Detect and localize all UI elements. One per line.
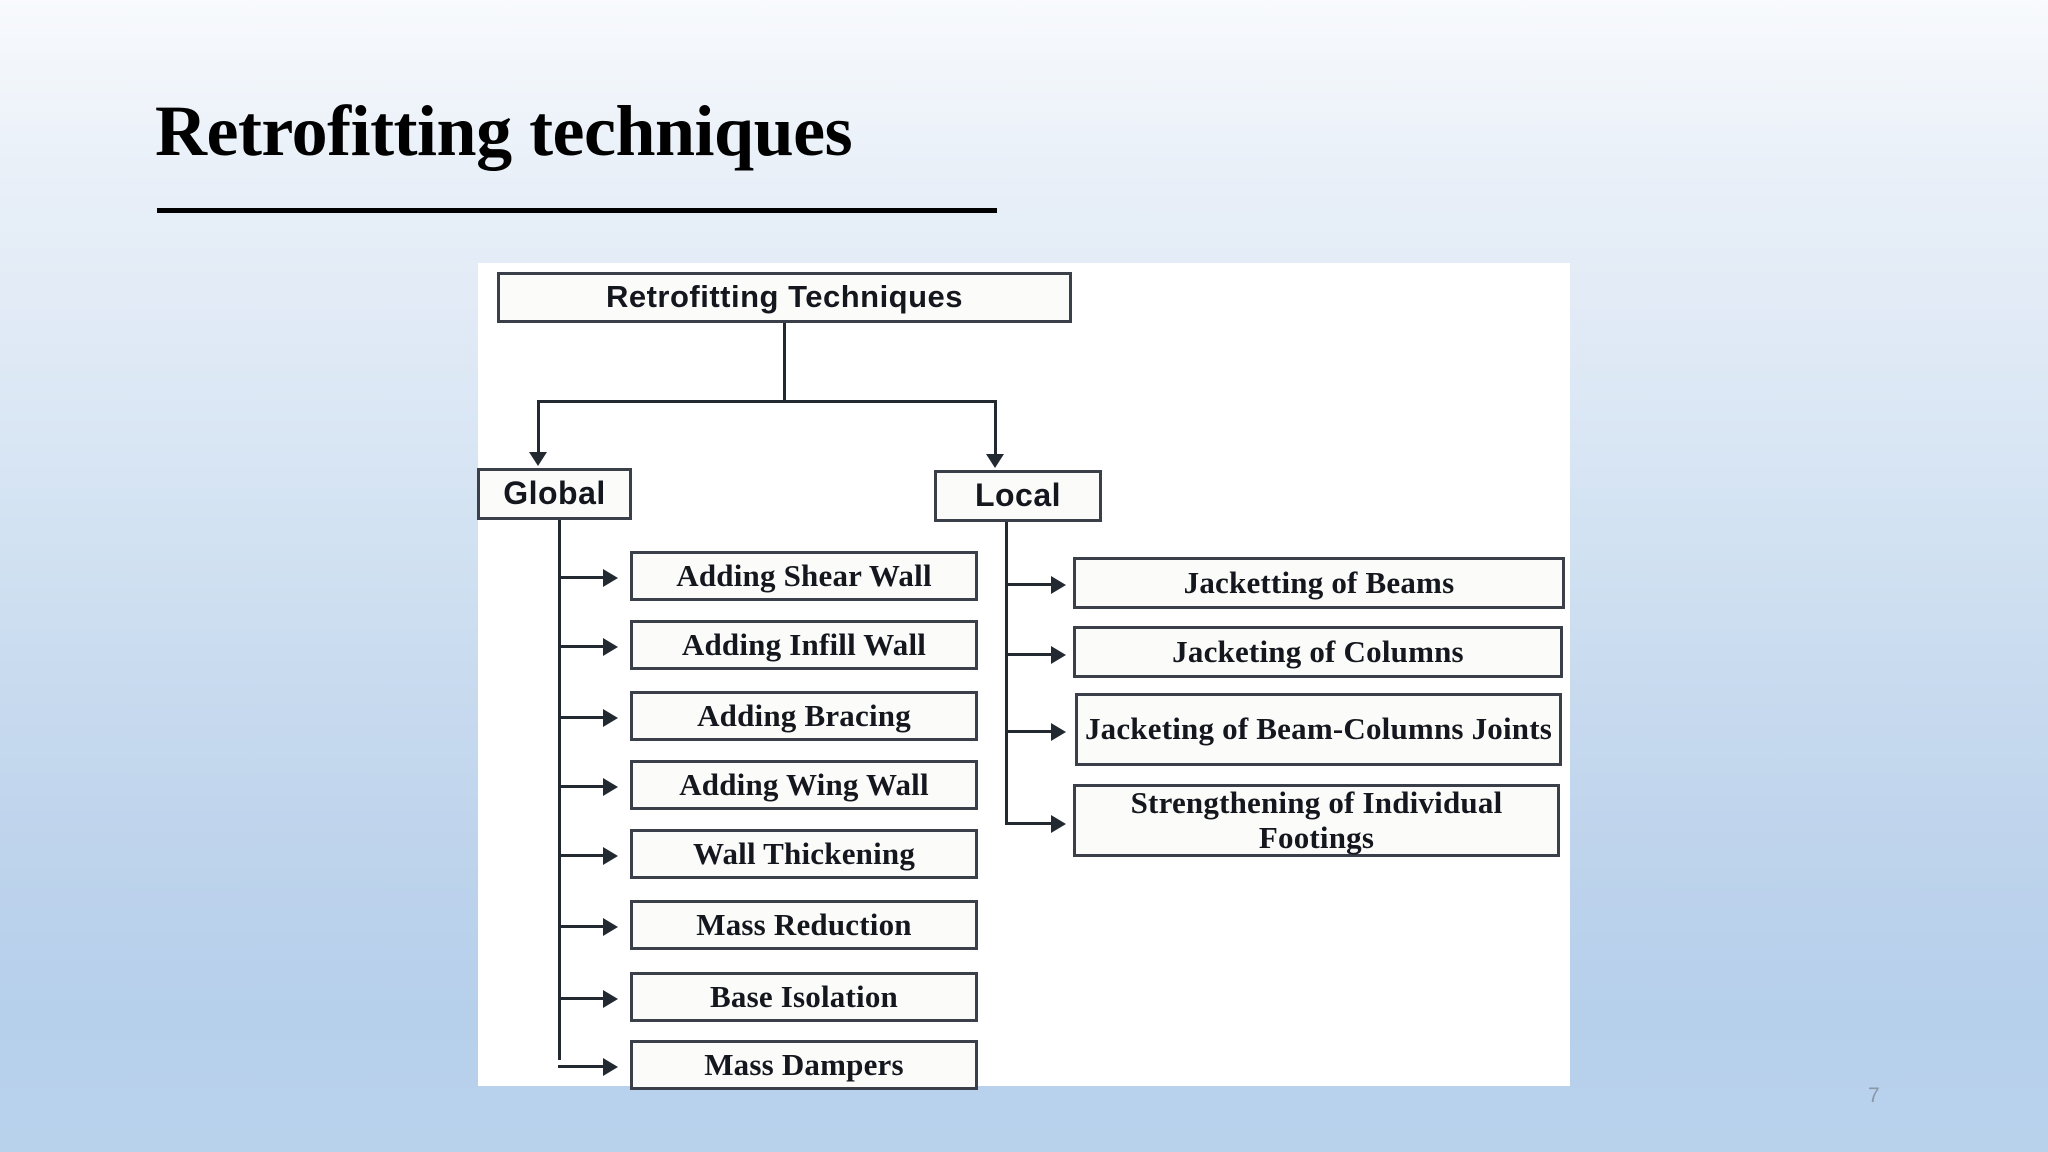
connector-global-4: [558, 785, 605, 788]
node-global-item-4: Adding Wing Wall: [630, 760, 978, 810]
arrow-global-5-icon: [603, 847, 618, 865]
connector-split-bar: [537, 400, 997, 403]
page-title: Retrofitting techniques: [155, 91, 853, 171]
connector-local-3: [1005, 730, 1053, 733]
arrow-to-global-icon: [529, 452, 547, 466]
node-local-item-1: Jacketting of Beams: [1073, 557, 1565, 609]
connector-global-2: [558, 645, 605, 648]
arrow-global-2-icon: [603, 638, 618, 656]
connector-local-2: [1005, 653, 1053, 656]
node-global-item-7: Base Isolation: [630, 972, 978, 1022]
node-global-item-6: Mass Reduction: [630, 900, 978, 950]
connector-global-3: [558, 716, 605, 719]
arrow-local-1-icon: [1051, 576, 1066, 594]
arrow-global-8-icon: [603, 1058, 618, 1076]
connector-local-1: [1005, 583, 1053, 586]
connector-global-6: [558, 925, 605, 928]
connector-root-stem: [783, 323, 786, 402]
node-global-item-2: Adding Infill Wall: [630, 620, 978, 670]
retrofitting-techniques-diagram: Retrofitting Techniques Global Local: [477, 263, 1570, 1090]
node-global: Global: [477, 468, 632, 520]
arrow-local-4-icon: [1051, 815, 1066, 833]
title-underline: [157, 208, 997, 213]
arrow-global-1-icon: [603, 569, 618, 587]
node-global-item-1: Adding Shear Wall: [630, 551, 978, 601]
node-global-item-3: Adding Bracing: [630, 691, 978, 741]
arrow-to-local-icon: [986, 454, 1004, 468]
page-number: 7: [1868, 1084, 1880, 1107]
node-local: Local: [934, 470, 1102, 522]
node-global-item-8: Mass Dampers: [630, 1040, 978, 1090]
arrow-local-2-icon: [1051, 646, 1066, 664]
connector-global-7: [558, 997, 605, 1000]
node-local-item-4: Strengthening of Individual Footings: [1073, 784, 1560, 857]
connector-local-4: [1005, 822, 1053, 825]
connector-local-spine: [1005, 522, 1008, 822]
arrow-global-6-icon: [603, 918, 618, 936]
connector-global-spine: [558, 520, 561, 1060]
node-local-item-3: Jacketing of Beam-Columns Joints: [1075, 693, 1562, 766]
arrow-local-3-icon: [1051, 723, 1066, 741]
node-root: Retrofitting Techniques: [497, 272, 1072, 323]
connector-global-8: [558, 1065, 605, 1068]
connector-to-local: [994, 400, 997, 459]
connector-to-global: [537, 400, 540, 457]
connector-global-5: [558, 854, 605, 857]
arrow-global-7-icon: [603, 990, 618, 1008]
node-local-item-2: Jacketing of Columns: [1073, 626, 1563, 678]
arrow-global-3-icon: [603, 709, 618, 727]
connector-global-1: [558, 576, 605, 579]
node-global-item-5: Wall Thickening: [630, 829, 978, 879]
arrow-global-4-icon: [603, 778, 618, 796]
